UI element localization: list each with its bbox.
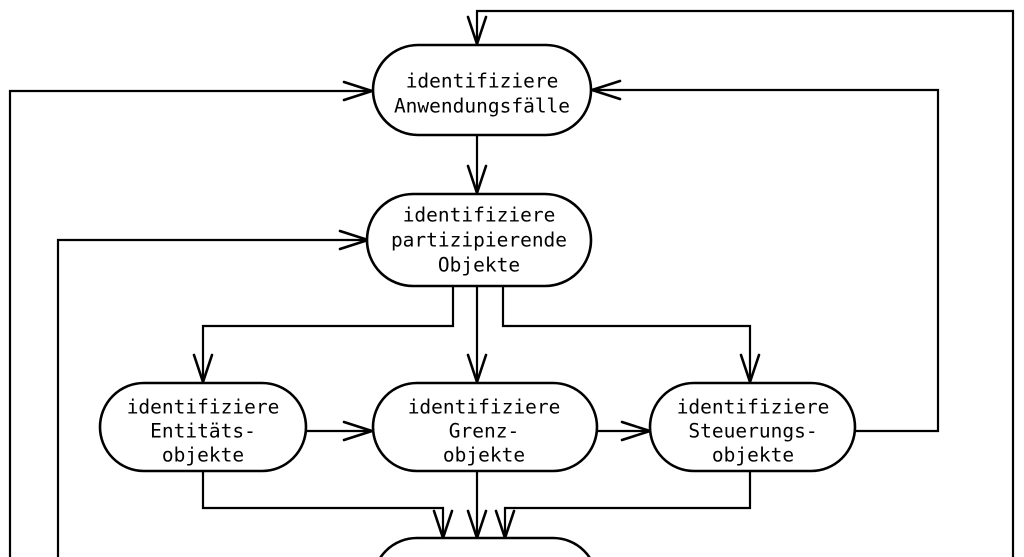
node-layer: identifiziere Anwendungsfälle identifizi… (98, 43, 857, 557)
node-control-objects[interactable]: identifiziere Steuerungs- objekte (648, 381, 857, 473)
edge-entity-to-boundary (306, 420, 374, 442)
edge-boundary-to-control (597, 420, 652, 442)
node-entity-objects-line2: Entitäts- (150, 420, 256, 443)
edge-participating-to-control (501, 286, 761, 384)
node-participating-objects-line2: partizipierende (391, 229, 567, 252)
node-participating-objects-line1: identifiziere (403, 204, 556, 227)
node-control-objects-line3: objekte (712, 444, 794, 467)
edge-feedback-left-outer-to-use-cases (8, 80, 374, 557)
edge-layer (8, 9, 1015, 557)
node-entity-objects-shape (98, 381, 308, 473)
node-boundary-objects-line3: objekte (443, 444, 525, 467)
node-use-cases-line1: identifiziere (406, 70, 559, 93)
node-participating-objects-shape (365, 192, 593, 288)
node-control-objects-line1: identifiziere (677, 396, 830, 419)
node-bottom-cropped-shape (379, 536, 591, 557)
node-entity-objects-line3: objekte (162, 444, 244, 467)
node-use-cases-line2: Anwendungsfälle (394, 95, 570, 118)
node-entity-objects-line1: identifiziere (127, 396, 280, 419)
node-boundary-objects[interactable]: identifiziere Grenz- objekte (371, 381, 599, 473)
edge-participating-to-boundary (466, 286, 488, 384)
node-use-cases[interactable]: identifiziere Anwendungsfälle (371, 43, 593, 137)
node-boundary-objects-shape (371, 381, 599, 473)
edge-control-feedback-to-use-cases (590, 79, 940, 433)
node-boundary-objects-line1: identifiziere (408, 396, 561, 419)
edge-participating-to-entity (192, 286, 455, 384)
node-control-objects-line2: Steuerungs- (688, 420, 817, 443)
node-control-objects-shape (648, 381, 857, 473)
node-entity-objects[interactable]: identifiziere Entitäts- objekte (98, 381, 308, 473)
node-bottom-cropped[interactable] (373, 536, 597, 557)
node-participating-objects-line3: Objekte (438, 254, 520, 277)
node-use-cases-shape (371, 43, 593, 137)
edge-entity-to-bottom (201, 471, 454, 540)
edge-control-to-bottom (494, 471, 752, 540)
edge-use-cases-to-participating (466, 135, 488, 195)
edge-boundary-to-bottom (466, 471, 488, 540)
node-boundary-objects-line2: Grenz- (449, 420, 519, 443)
node-participating-objects[interactable]: identifiziere partizipierende Objekte (365, 192, 593, 288)
